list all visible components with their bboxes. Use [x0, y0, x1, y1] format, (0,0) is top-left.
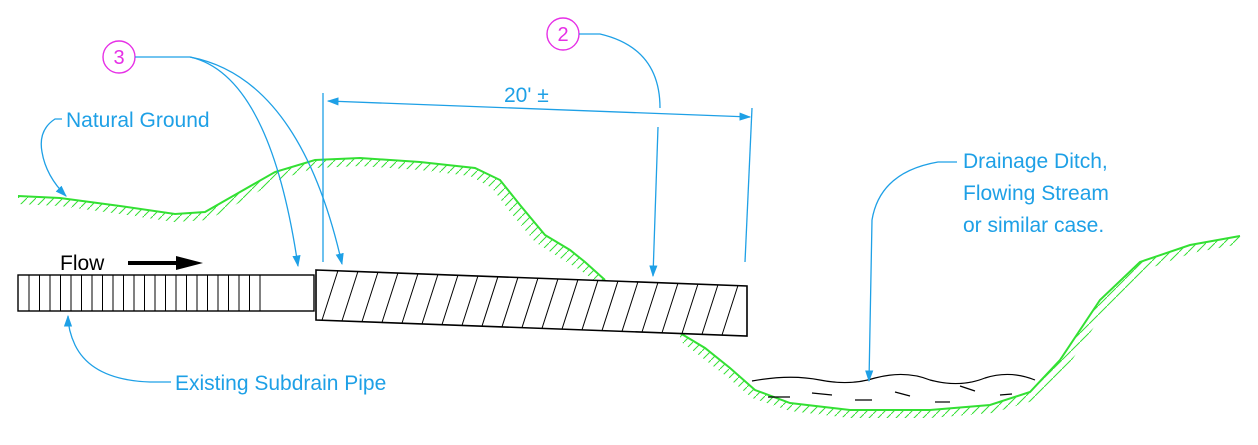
callout-2-number: 2: [557, 24, 568, 46]
ditch-leader: [865, 161, 957, 383]
dimension-label: 20' ±: [504, 84, 549, 107]
callout-3-number: 3: [113, 47, 124, 69]
callout-2: 2: [546, 17, 661, 278]
outlet-pipe: [315, 269, 748, 337]
callout-3: 3: [102, 40, 344, 268]
ditch-label-line3: or similar case.: [963, 214, 1104, 237]
flow-arrow: [128, 256, 203, 270]
natural-ground-line: [17, 156, 1241, 418]
ditch-label-line1: Drainage Ditch,: [963, 150, 1108, 173]
dimension-line: [322, 93, 753, 263]
existing-pipe-leader: [63, 314, 171, 383]
flow-label: Flow: [60, 252, 105, 275]
existing-pipe-label: Existing Subdrain Pipe: [175, 372, 386, 395]
ditch-water: [751, 373, 1036, 403]
ditch-label-line2: Flowing Stream: [963, 182, 1109, 205]
existing-subdrain-pipe: [17, 274, 315, 312]
natural-ground-label: Natural Ground: [66, 109, 210, 132]
natural-ground-leader: [40, 118, 67, 197]
